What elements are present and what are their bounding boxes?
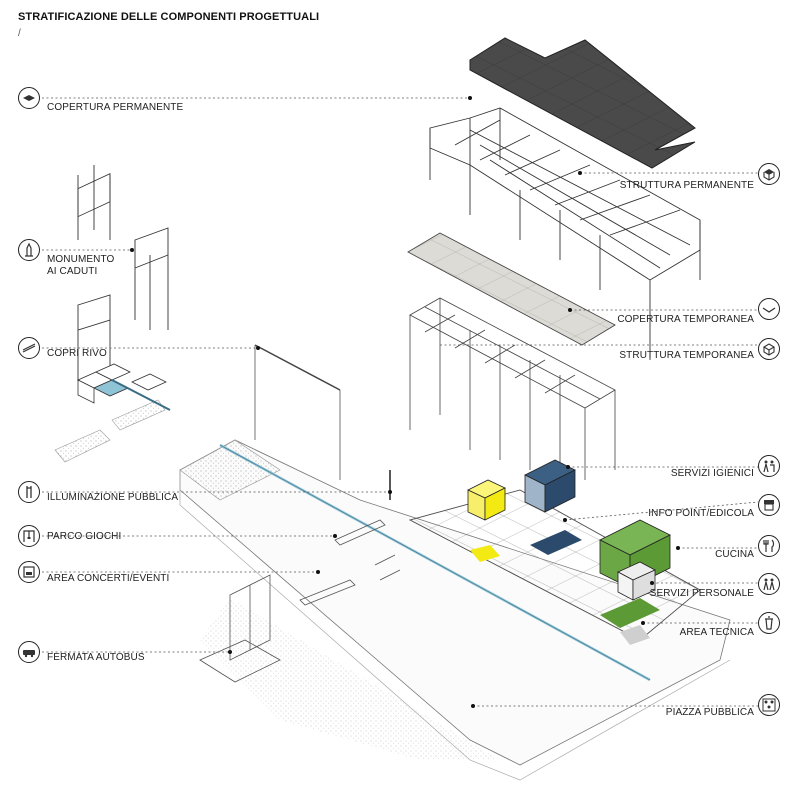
- stream-cover-tiles: [77, 363, 171, 411]
- stream-cover-icon: [18, 337, 40, 359]
- kiosk-icon: [758, 494, 780, 516]
- playground-icon: [18, 525, 40, 547]
- label-area-tecnica: AREA TECNICA: [679, 627, 754, 638]
- label-area-concerti: AREA CONCERTI/EVENTI: [47, 573, 170, 584]
- label-illuminazione-pubblica: ILLUMINAZIONE PUBBLICA: [47, 492, 179, 503]
- label-struttura-temporanea: STRUTTURA TEMPORANEA: [619, 350, 754, 361]
- staff-icon: [758, 573, 780, 595]
- leader-dots: [130, 96, 680, 708]
- label-copri-rivo: COPRI RIVO: [47, 348, 107, 359]
- public-square-icon: [758, 694, 780, 716]
- structure-cube-icon: [758, 163, 780, 185]
- temporary-roof-icon: [758, 298, 780, 320]
- label-copertura-temporanea: COPERTURA TEMPORANEA: [617, 314, 754, 325]
- label-parco-giochi: PARCO GIOCHI: [47, 531, 122, 542]
- diagram-title: STRATIFICAZIONE DELLE COMPONENTI PROGETT…: [18, 11, 320, 23]
- label-cucina: CUCINA: [715, 549, 754, 560]
- label-servizi-igienici: SERVIZI IGIENICI: [670, 468, 754, 479]
- toilets-icon: [758, 455, 780, 477]
- label-struttura-permanente: STRUTTURA PERMANENTE: [619, 180, 754, 191]
- stage-icon: [18, 561, 40, 583]
- permanent-roof-layer: [469, 37, 696, 169]
- temporary-structure-layer: [409, 297, 616, 480]
- service-blocks: [467, 459, 671, 645]
- label-fermata-autobus: FERMATA AUTOBUS: [47, 652, 145, 663]
- label-monumento: MONUMENTO AI CADUTI: [47, 254, 115, 277]
- label-copertura-permanente: COPERTURA PERMANENTE: [47, 102, 184, 113]
- technical-area-icon: [758, 612, 780, 634]
- bus-icon: [18, 641, 40, 663]
- ground-base: [54, 399, 731, 781]
- roof-layer-icon: [18, 87, 40, 109]
- temporary-structure-icon: [758, 338, 780, 360]
- leader-lines: [42, 97, 759, 707]
- temporary-roof-layer: [407, 232, 616, 346]
- monument-icon: [18, 239, 40, 261]
- street-light-icon: [18, 481, 40, 503]
- kitchen-icon: [758, 535, 780, 557]
- street-elements: [199, 344, 401, 683]
- label-servizi-personale: SERVIZI PERSONALE: [649, 588, 754, 599]
- title-mark: /: [18, 28, 21, 39]
- label-piazza-pubblica: PIAZZA PUBBLICA: [665, 707, 754, 718]
- permanent-structure-layer: [77, 107, 701, 380]
- label-info-point: INFO POINT/EDICOLA: [648, 508, 754, 519]
